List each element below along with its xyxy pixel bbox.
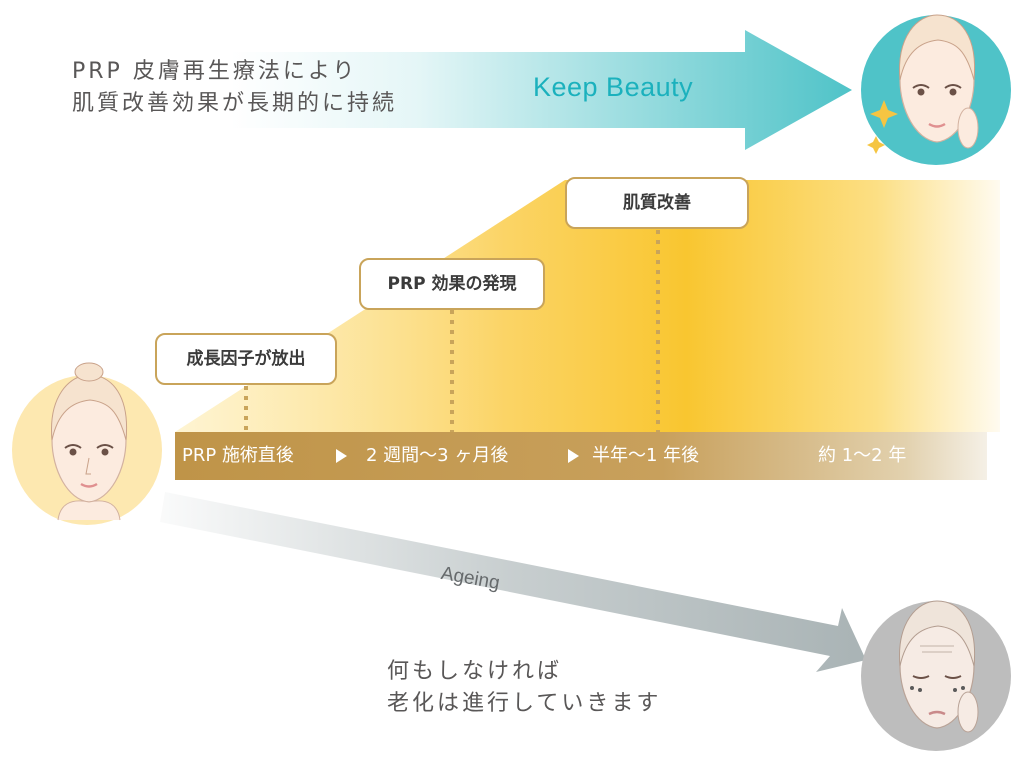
milestone-growth-factor: 成長因子が放出 xyxy=(155,333,337,385)
timeline-bar xyxy=(175,432,987,480)
timeline-label: 約 1〜2 年 xyxy=(818,445,907,466)
keep-beauty-label: Keep Beauty xyxy=(533,72,694,102)
timeline-label: 2 週間〜3 ヶ月後 xyxy=(366,445,509,466)
keep-beauty-arrow xyxy=(230,30,852,150)
top-message: PRP 皮膚再生療法により 肌質改善効果が長期的に持続 xyxy=(72,58,397,118)
improvement-area xyxy=(175,180,1000,432)
milestone-label: PRP 効果の発現 xyxy=(387,274,517,294)
milestone-skin-improvement: 肌質改善 xyxy=(565,177,749,229)
milestone-label: 肌質改善 xyxy=(623,193,691,213)
timeline-arrow-icon xyxy=(568,449,579,463)
bottom-message-line-1: 何もしなければ xyxy=(387,659,563,684)
top-message-line-1: PRP 皮膚再生療法により xyxy=(72,59,358,84)
bottom-message: 何もしなければ 老化は進行していきます xyxy=(387,658,661,718)
timeline-arrow-icon xyxy=(336,449,347,463)
top-message-line-2: 肌質改善効果が長期的に持続 xyxy=(72,91,398,116)
timeline-label: 半年〜1 年後 xyxy=(592,445,700,466)
milestone-label: 成長因子が放出 xyxy=(186,349,306,369)
bottom-message-line-2: 老化は進行していきます xyxy=(387,691,662,716)
timeline-label: PRP 施術直後 xyxy=(182,445,294,466)
face-keep-beauty-icon xyxy=(861,14,1011,165)
milestone-prp-effect: PRP 効果の発現 xyxy=(359,258,545,310)
face-before-icon xyxy=(12,362,162,525)
face-ageing-icon xyxy=(861,600,1011,751)
ageing-arrow xyxy=(160,492,866,672)
